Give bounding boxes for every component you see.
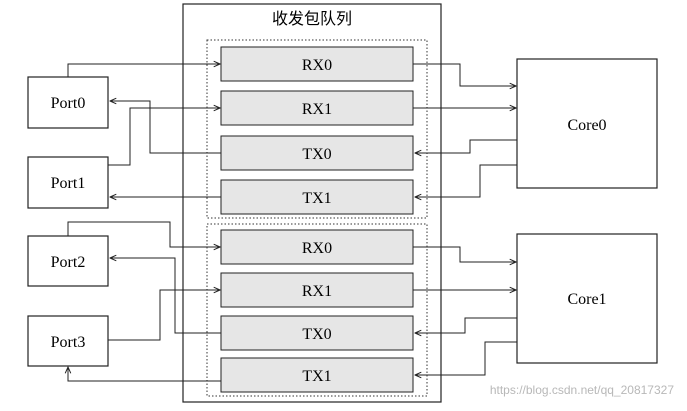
svg-text:TX0: TX0 <box>302 326 331 343</box>
queue-container <box>182 3 442 403</box>
connectors <box>67 63 517 382</box>
watermark: https://blog.csdn.net/qq_20817327 <box>490 383 674 397</box>
queue-rx0-group1: RX0 <box>220 46 414 82</box>
arrow-port1-to-rx1-g1 <box>108 108 220 166</box>
svg-text:TX1: TX1 <box>302 190 331 207</box>
arrow-core0-to-tx0-g1 <box>415 139 517 153</box>
arrow-port2-to-rx0-g2 <box>67 221 220 247</box>
svg-text:Port1: Port1 <box>51 175 86 192</box>
core1-box: Core1 <box>516 233 658 364</box>
queue-tx0-group2: TX0 <box>220 315 414 351</box>
svg-text:RX1: RX1 <box>302 283 332 300</box>
port2-box: Port2 <box>27 235 109 287</box>
svg-text:RX0: RX0 <box>302 240 332 257</box>
svg-text:Port3: Port3 <box>51 334 86 351</box>
arrow-tx0-g1-to-port0 <box>110 101 221 154</box>
svg-text:Port0: Port0 <box>51 95 86 112</box>
svg-text:RX0: RX0 <box>302 57 332 74</box>
svg-text:TX1: TX1 <box>302 368 331 385</box>
svg-text:Core1: Core1 <box>567 291 606 308</box>
queue-tx1-group1: TX1 <box>220 179 414 215</box>
queue-group-core0 <box>206 39 428 219</box>
port3-box: Port3 <box>27 315 109 367</box>
svg-text:Port2: Port2 <box>51 254 86 271</box>
queue-tx1-group2: TX1 <box>220 357 414 393</box>
queue-rx0-group2: RX0 <box>220 229 414 265</box>
arrow-tx1-g2-to-port3 <box>68 367 221 382</box>
arrow-core1-to-tx1-g2 <box>415 341 517 375</box>
queue-tx0-group1: TX0 <box>220 135 414 171</box>
arrow-rx0-g1-to-core0 <box>413 63 516 86</box>
core0-box: Core0 <box>516 58 658 189</box>
port0-box: Port0 <box>27 76 109 129</box>
arrow-port3-to-rx1-g2 <box>108 290 220 341</box>
port1-box: Port1 <box>27 156 109 209</box>
arrow-core0-to-tx1-g1 <box>415 164 517 197</box>
arrow-rx0-g2-to-core1 <box>413 246 516 262</box>
svg-text:TX0: TX0 <box>302 146 331 163</box>
queue-rx1-group2: RX1 <box>220 272 414 308</box>
arrow-port0-to-rx0-g1 <box>67 64 220 77</box>
queue-container-title: 收发包队列 <box>272 9 352 28</box>
queue-rx1-group1: RX1 <box>220 90 414 126</box>
svg-text:RX1: RX1 <box>302 101 332 118</box>
arrow-tx0-g2-to-port2 <box>110 258 221 334</box>
arrow-core1-to-tx0-g2 <box>415 317 517 333</box>
queue-group-core1 <box>206 223 428 397</box>
svg-text:Core0: Core0 <box>567 117 606 134</box>
